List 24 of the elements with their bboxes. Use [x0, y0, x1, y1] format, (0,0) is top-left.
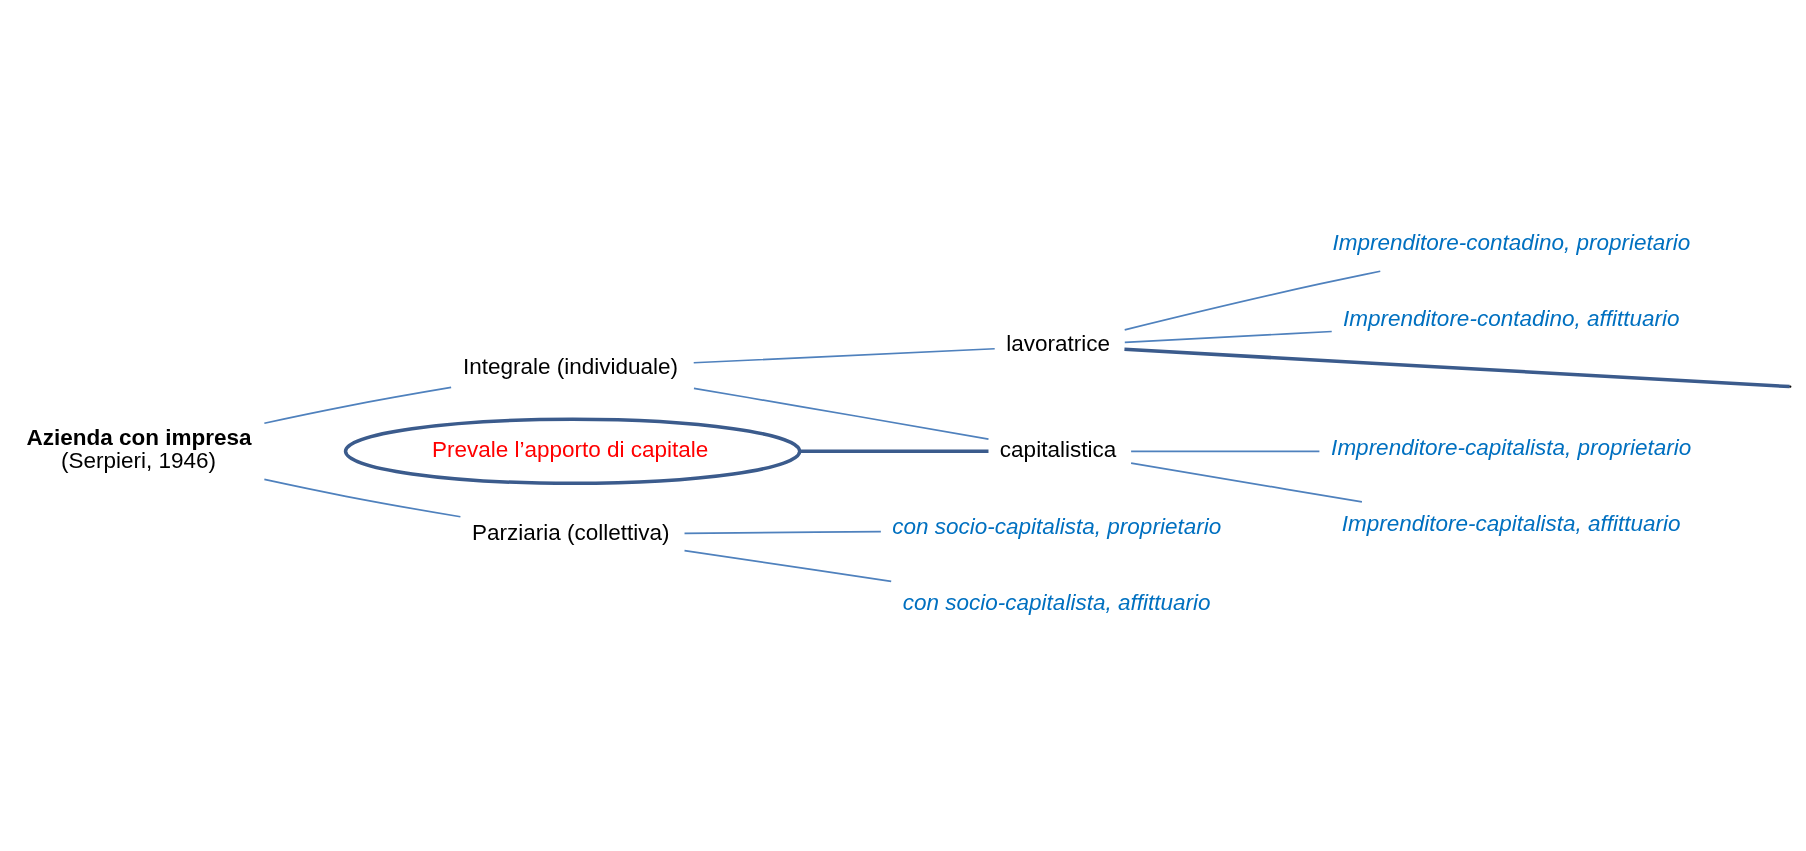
node-text: capitalistica	[999, 436, 1117, 462]
connector	[692, 347, 996, 364]
node-text: Imprenditore-capitalista, proprietario	[1331, 434, 1692, 460]
node-text: Imprenditore-contadino, proprietario	[1332, 229, 1691, 255]
node-text: lavoratrice	[1006, 330, 1110, 356]
connector	[683, 549, 893, 582]
connector	[1123, 330, 1333, 343]
connector	[799, 449, 989, 453]
node-text: Parziaria (collettiva)	[472, 519, 670, 545]
connector	[1123, 269, 1382, 331]
node-text: con socio-capitalista, affittuario	[902, 589, 1211, 615]
connector	[1130, 461, 1363, 503]
node-text: con socio-capitalista, proprietario	[892, 513, 1222, 539]
connector	[693, 387, 990, 440]
connector	[683, 530, 882, 534]
connector	[1124, 347, 1790, 388]
node-ellipse: Prevale l’apporto di capitale	[343, 417, 802, 485]
node-text: Imprenditore-contadino, affittuario	[1343, 305, 1680, 331]
connector	[263, 478, 462, 518]
node-text: Imprenditore-capitalista, affittuario	[1341, 510, 1681, 536]
connector	[1130, 449, 1321, 452]
connector	[263, 386, 452, 424]
node-text: Integrale (individuale)	[462, 353, 679, 379]
node-text: Azienda con impresa (Serpieri, 1946)	[26, 424, 252, 473]
